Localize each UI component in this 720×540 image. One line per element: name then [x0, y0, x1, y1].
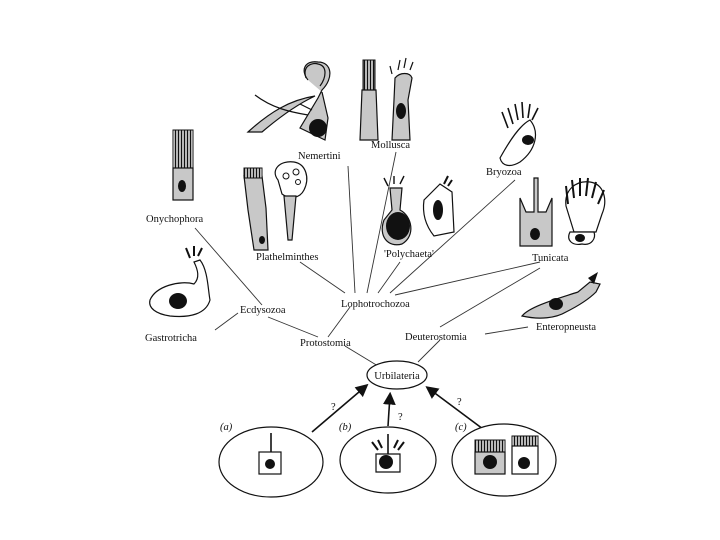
label-gastrotricha: Gastrotricha	[145, 333, 197, 344]
bryozoa-cell-drawing	[499, 101, 539, 167]
tree-lines	[194, 151, 541, 367]
polychaeta-cell-drawing	[381, 175, 455, 246]
urbilateria-node	[366, 360, 428, 390]
label-deuterostomia: Deuterostomia	[405, 332, 467, 343]
onychophora-cell-drawing	[172, 129, 194, 201]
label-tunicata: Tunicata	[532, 253, 569, 264]
question-a: ?	[331, 402, 336, 413]
label-enteropneusta: Enteropneusta	[536, 322, 596, 333]
label-polychaeta: 'Polychaeta'	[384, 249, 434, 260]
question-c: ?	[457, 397, 462, 408]
hypothesis-b	[339, 426, 437, 494]
label-hypothesis-c: (c)	[455, 422, 467, 433]
label-ecdysozoa: Ecdysozoa	[240, 305, 286, 316]
gastrotricha-cell-drawing	[149, 246, 211, 318]
nemertini-cell-drawing	[246, 61, 331, 141]
label-plathelminthes: Plathelminthes	[256, 252, 318, 263]
mollusca-cell-drawing	[359, 57, 414, 141]
question-b: ?	[398, 412, 403, 423]
tunicata-cell-drawing	[519, 177, 606, 247]
label-bryozoa: Bryozoa	[486, 167, 522, 178]
label-hypothesis-b: (b)	[339, 422, 352, 433]
enteropneusta-cell-drawing	[520, 272, 601, 319]
plathelminthes-cell-drawing	[243, 161, 308, 251]
label-mollusca: Mollusca	[371, 140, 410, 151]
label-onychophora: Onychophora	[146, 214, 203, 225]
label-protostomia: Protostomia	[300, 338, 351, 349]
label-lophotrochozoa: Lophotrochozoa	[341, 299, 410, 310]
label-nemertini: Nemertini	[298, 151, 341, 162]
hypothesis-arrows	[311, 383, 488, 433]
hypothesis-c	[451, 423, 557, 497]
hypothesis-a	[218, 426, 324, 498]
label-hypothesis-a: (a)	[220, 422, 233, 433]
label-urbilateria: Urbilateria	[374, 371, 420, 382]
